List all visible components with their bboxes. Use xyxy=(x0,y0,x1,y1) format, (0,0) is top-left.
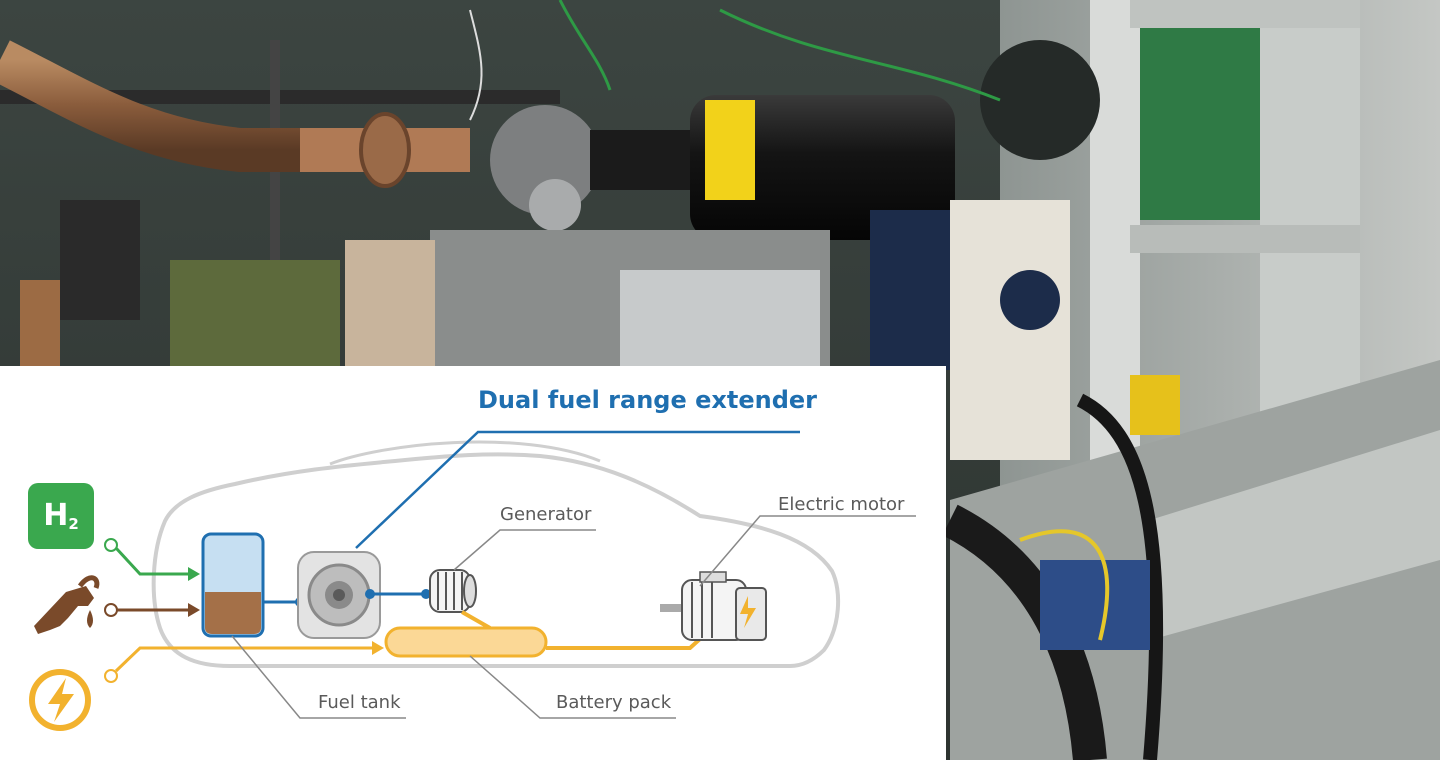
generator-label: Generator xyxy=(500,504,592,525)
battery-pack-label: Battery pack xyxy=(556,692,672,713)
h2-badge-icon: H2 xyxy=(28,483,94,549)
extender-leader-line xyxy=(355,430,800,549)
electric-motor-icon xyxy=(660,571,767,641)
generator-battery-line xyxy=(461,610,491,630)
car-outline xyxy=(151,452,841,668)
electric-input-node xyxy=(104,669,118,683)
fuel-tank-label: Fuel tank xyxy=(318,692,401,713)
generator-leader-line xyxy=(453,529,596,571)
h2-subscript: 2 xyxy=(68,515,79,533)
car-window-line xyxy=(329,440,601,466)
electric-motor-leader-line xyxy=(699,515,916,587)
generator-icon xyxy=(429,569,477,613)
rotary-engine-icon xyxy=(297,551,381,639)
diagram-title: Dual fuel range extender xyxy=(478,386,817,414)
grid-charge-line xyxy=(114,646,372,673)
fuel-nozzle-icon xyxy=(34,575,100,634)
fuel-tank-icon xyxy=(201,532,265,638)
fuel-input-node xyxy=(104,603,118,617)
diagram-canvas xyxy=(29,430,916,731)
fuel-tank-leader-line xyxy=(231,635,406,719)
hydrogen-arrow xyxy=(188,567,200,581)
electric-motor-label: Electric motor xyxy=(778,494,905,515)
hydrogen-line xyxy=(114,546,188,576)
grid-charge-arrow xyxy=(372,641,384,655)
lightning-icon xyxy=(29,669,91,731)
range-extender-diagram: Dual fuel range extender H2 Generator El… xyxy=(0,366,946,760)
hydrogen-input-node xyxy=(104,538,118,552)
battery-pack-icon xyxy=(384,626,548,658)
battery-pack-leader-line xyxy=(469,655,676,719)
h2-symbol: H xyxy=(43,498,69,533)
fuel-arrow xyxy=(188,603,200,617)
